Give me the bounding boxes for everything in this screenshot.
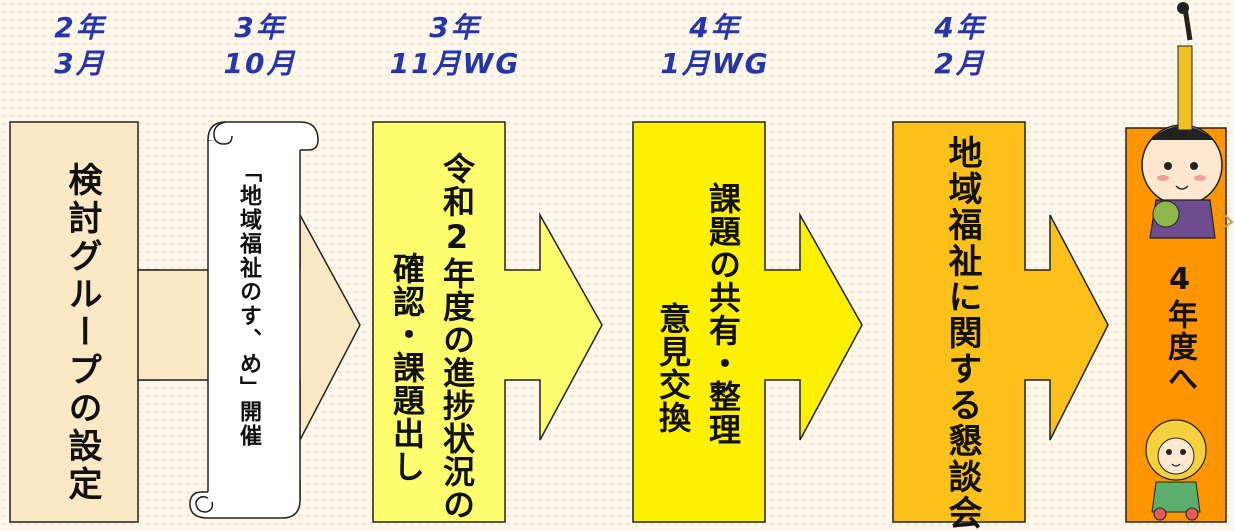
- final-line: 4年度へ: [1162, 262, 1197, 395]
- samurai-mascot-icon: [1141, 2, 1234, 239]
- stage-5-line: 地域福祉に関する懇談会: [942, 135, 982, 531]
- stage-4-line-1: 課題の共有・整理: [704, 182, 742, 446]
- stage-5-year: 4年: [934, 11, 986, 44]
- stage-1-text: 検討グループの設定: [58, 162, 107, 504]
- stage-5-date: 4年 2月: [920, 10, 1000, 82]
- stage-5-month: 2月: [934, 47, 986, 80]
- stage-4-line-2: 意見交換: [654, 302, 692, 434]
- stage-1-month: 3月: [54, 47, 106, 80]
- stage-1-line: 検討グループの設定: [62, 162, 102, 504]
- stage-3-text: 令和2年度の進捗状況の 確認・課題出し: [382, 152, 482, 521]
- stage-4-month: 1月WG: [660, 47, 770, 80]
- stage-3-date: 3年 11月WG: [380, 10, 530, 82]
- stage-1-year: 2年: [54, 11, 106, 44]
- stage-3-month: 11月WG: [389, 47, 521, 80]
- stage-4-date: 4年 1月WG: [640, 10, 790, 82]
- stage-4-box: [632, 121, 863, 523]
- stage-5-box: [892, 121, 1109, 523]
- stage-2-text: 「地域福祉のす、め」開催: [232, 160, 264, 448]
- stage-2-date: 3年 10月: [215, 10, 305, 82]
- stage-2-scroll: [189, 121, 319, 519]
- lion-mascot-icon: [1145, 419, 1207, 521]
- stage-2-line: 「地域福祉のす、め」開催: [236, 160, 261, 448]
- stage-3-line-1: 令和2年度の進捗状況の: [438, 152, 476, 521]
- stage-2-year: 3年: [234, 11, 286, 44]
- stage-4-year: 4年: [689, 11, 741, 44]
- stage-3-line-2: 確認・課題出し: [388, 252, 426, 483]
- stage-5-text: 地域福祉に関する懇談会: [938, 135, 987, 531]
- stage-4-text: 課題の共有・整理 意見交換: [648, 182, 748, 446]
- stage-2-month: 10月: [223, 47, 297, 80]
- stage-3-year: 3年: [429, 11, 481, 44]
- final-text: 4年度へ: [1157, 262, 1201, 395]
- stage-1-date: 2年 3月: [40, 10, 120, 82]
- stage-3-box: [372, 121, 603, 523]
